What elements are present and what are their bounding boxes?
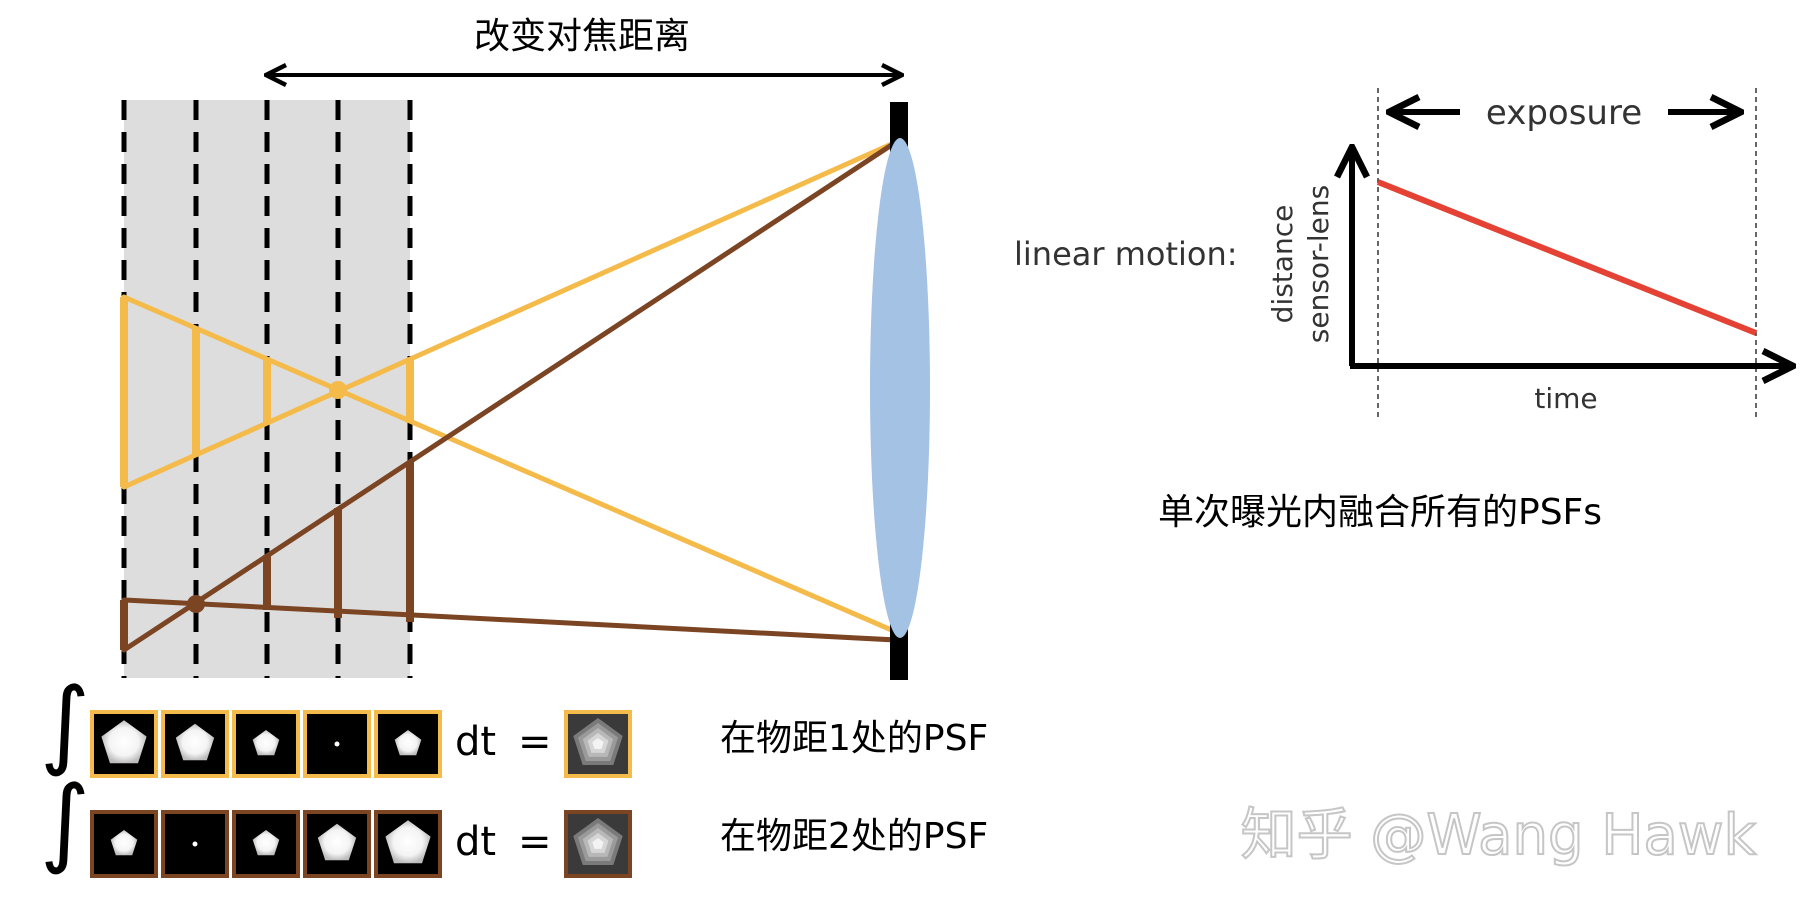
x-axis-label: time xyxy=(1534,382,1597,415)
integrated-psf-result xyxy=(564,810,632,878)
psf-kernel-shape xyxy=(252,830,280,856)
psf-kernel-shape xyxy=(175,723,215,761)
linear-motion-chart: linear motion: exposure distance sensor-… xyxy=(1014,88,1790,420)
integrated-psf-layer xyxy=(592,738,604,749)
integral-symbol: ∫ xyxy=(40,765,90,877)
psf-kernel-dot xyxy=(192,841,198,847)
psf-kernel-shape xyxy=(101,720,147,764)
psf-rows: ∫ dt = 在物距1处的PSF ∫ dt = 在物距2处的PSF xyxy=(40,667,988,878)
integral-symbol: ∫ xyxy=(40,667,90,779)
y-axis-label-distance: distance xyxy=(1266,205,1299,324)
integrated-psf-layer xyxy=(592,838,604,849)
psf-kernel-shape xyxy=(385,820,431,864)
far-object-focus-point xyxy=(187,595,205,613)
integrated-psf-result xyxy=(564,710,632,778)
psf-row-label: 在物距1处的PSF xyxy=(720,718,988,759)
psf-kernel-shape xyxy=(394,730,422,756)
psf-kernel-dot xyxy=(334,741,340,747)
equals-sign: = xyxy=(518,819,552,865)
psf-row-far: ∫ dt = 在物距2处的PSF xyxy=(40,765,988,878)
equals-sign: = xyxy=(518,719,552,765)
exposure-label: exposure xyxy=(1486,93,1642,133)
near-object-focus-point xyxy=(329,381,347,399)
lens xyxy=(870,138,930,638)
summary-caption: 单次曝光内融合所有的PSFs xyxy=(1158,492,1602,533)
linear-motion-label: linear motion: xyxy=(1014,235,1238,273)
far-object-blur-segments xyxy=(120,462,414,650)
psf-kernel-shape xyxy=(317,823,357,861)
psf-kernel-sequence xyxy=(90,710,442,778)
y-axis-label-sensor-lens: sensor-lens xyxy=(1302,185,1335,343)
psf-kernel-shape xyxy=(110,830,138,856)
psf-row-label: 在物距2处的PSF xyxy=(720,816,988,857)
psf-kernel-shape xyxy=(252,730,280,756)
psf-row-near: ∫ dt = 在物距1处的PSF xyxy=(40,667,988,779)
far-object-rays xyxy=(121,139,899,653)
diagram-title: 改变对焦距离 xyxy=(474,16,690,57)
near-object-rays xyxy=(121,139,899,635)
psf-kernel-tile xyxy=(303,810,371,878)
dt-label: dt xyxy=(455,819,496,865)
dt-label: dt xyxy=(455,719,496,765)
psf-kernel-sequence xyxy=(90,810,442,878)
sensor-lens-distance-line xyxy=(1376,179,1758,336)
near-object-blur-segments xyxy=(120,297,414,487)
watermark: 知乎 @Wang Hawk xyxy=(1241,803,1757,868)
